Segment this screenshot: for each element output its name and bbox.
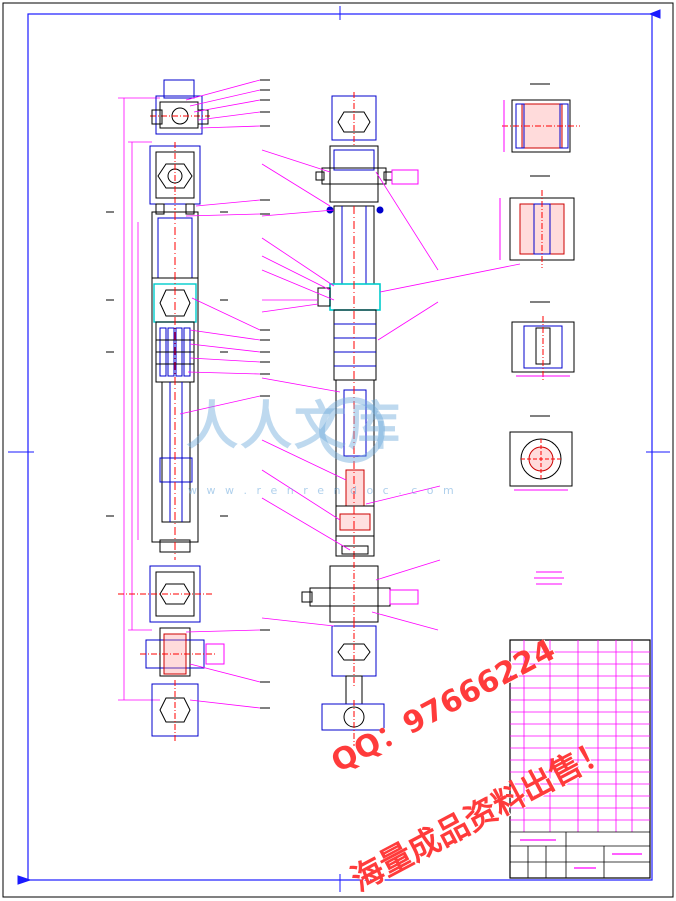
watermark-logo-text: 人人文库 xyxy=(186,397,403,457)
watermark-logo xyxy=(319,397,385,463)
section-a-a xyxy=(502,83,580,153)
watermark-site-url: w w w . r e n r e n d o c . c o m xyxy=(188,484,457,497)
centering-marks xyxy=(8,6,670,892)
technical-notes xyxy=(534,571,564,585)
section-c-c xyxy=(511,301,575,380)
title-block xyxy=(509,639,651,879)
front-view xyxy=(106,79,270,742)
section-d-d xyxy=(509,415,573,491)
section-b-b xyxy=(499,175,575,268)
side-section-view xyxy=(261,92,521,746)
